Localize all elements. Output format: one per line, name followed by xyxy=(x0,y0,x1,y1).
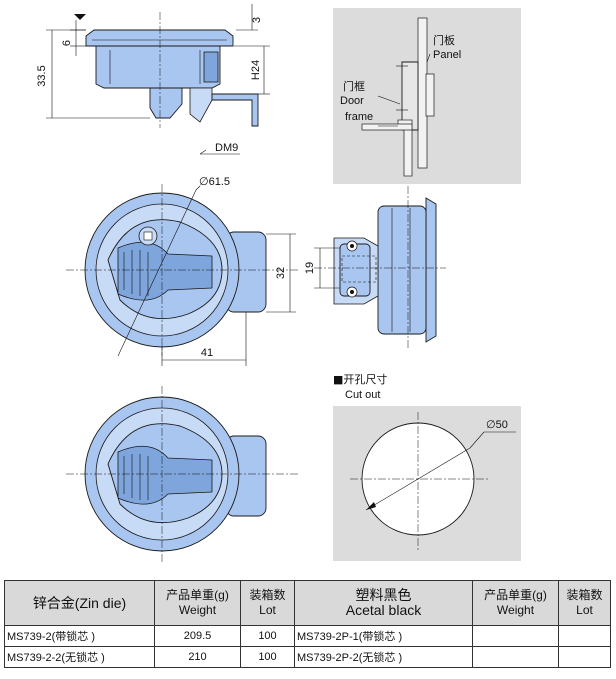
cell-weight-2 xyxy=(472,625,559,647)
cell-model: MS739-2-2(无锁芯 ) xyxy=(4,646,155,668)
header-lot-en: Lot xyxy=(259,603,276,617)
front-view-unlocked xyxy=(66,386,300,562)
dim-3: 3 xyxy=(251,17,263,23)
front-view-locked: ∅61.5 32 41 xyxy=(66,176,300,366)
dim-32: 32 xyxy=(275,267,287,279)
cutout-drawing: ■开孔尺寸 Cut out ∅50 xyxy=(333,372,521,561)
header-weight-2: 产品单重(g) Weight xyxy=(472,580,559,626)
cell-lot: 100 xyxy=(240,625,295,647)
mounting-section: 门板 Panel 门框 Door frame xyxy=(333,8,521,184)
header-lot-cn: 装箱数 xyxy=(249,588,286,602)
cell-model-2: MS739-2P-2(无锁芯 ) xyxy=(294,646,473,668)
side-section-view: 19 xyxy=(304,186,446,350)
header-zinc: 锌合金(Zin die) xyxy=(4,580,155,626)
dim-h24: H24 xyxy=(250,60,262,80)
dim-dia-61-5: ∅61.5 xyxy=(199,176,230,188)
table-header-row: 锌合金(Zin die) 产品单重(g) Weight 装箱数 Lot 塑料黑色… xyxy=(4,580,611,626)
table-row: MS739-2(带锁芯 ) 209.5 100 MS739-2P-1(带锁芯 ) xyxy=(4,625,611,647)
cell-lot: 100 xyxy=(240,646,295,668)
frame-label-en-1: Door xyxy=(340,95,364,107)
table-row: MS739-2-2(无锁芯 ) 210 100 MS739-2P-2(无锁芯 ) xyxy=(4,646,611,668)
header-lot2-en: Lot xyxy=(576,603,593,617)
cell-lot-2 xyxy=(558,625,611,647)
frame-label-cn: 门框 xyxy=(343,79,365,93)
dim-dm9: DM9 xyxy=(215,142,238,154)
spec-table: 锌合金(Zin die) 产品单重(g) Weight 装箱数 Lot 塑料黑色… xyxy=(4,580,611,668)
cutout-title-cn: ■开孔尺寸 xyxy=(333,372,387,386)
cell-weight-2 xyxy=(472,646,559,668)
dim-dia-50: ∅50 xyxy=(486,419,508,431)
dim-19: 19 xyxy=(304,262,316,274)
header-weight2-en: Weight xyxy=(496,603,535,617)
dim-6: 6 xyxy=(61,40,73,46)
dim-41: 41 xyxy=(201,347,213,359)
side-view: 3 6 33.5 H24 DM9 xyxy=(36,4,270,155)
dim-33-5: 33.5 xyxy=(36,65,48,86)
header-weight-en: Weight xyxy=(178,603,217,617)
header-weight2-cn: 产品单重(g) xyxy=(484,588,547,602)
header-plastic: 塑料黑色 Acetal black xyxy=(294,580,473,626)
cell-weight: 209.5 xyxy=(154,625,241,647)
cell-lot-2 xyxy=(558,646,611,668)
header-plastic-en: Acetal black xyxy=(345,602,422,618)
header-lot: 装箱数 Lot xyxy=(240,580,295,626)
cell-weight: 210 xyxy=(154,646,241,668)
frame-label-en-2: frame xyxy=(345,111,373,123)
header-weight: 产品单重(g) Weight xyxy=(154,580,241,626)
panel-label-cn: 门板 xyxy=(433,33,455,47)
header-lot-2: 装箱数 Lot xyxy=(558,580,611,626)
header-weight-cn: 产品单重(g) xyxy=(166,588,229,602)
header-plastic-cn: 塑料黑色 xyxy=(355,587,412,603)
cell-model: MS739-2(带锁芯 ) xyxy=(4,625,155,647)
cell-model-2: MS739-2P-1(带锁芯 ) xyxy=(294,625,473,647)
panel-label-en: Panel xyxy=(433,49,461,61)
technical-drawing: 3 6 33.5 H24 DM9 xyxy=(36,4,521,562)
cutout-title-en: Cut out xyxy=(345,389,380,401)
header-lot2-cn: 装箱数 xyxy=(566,588,603,602)
